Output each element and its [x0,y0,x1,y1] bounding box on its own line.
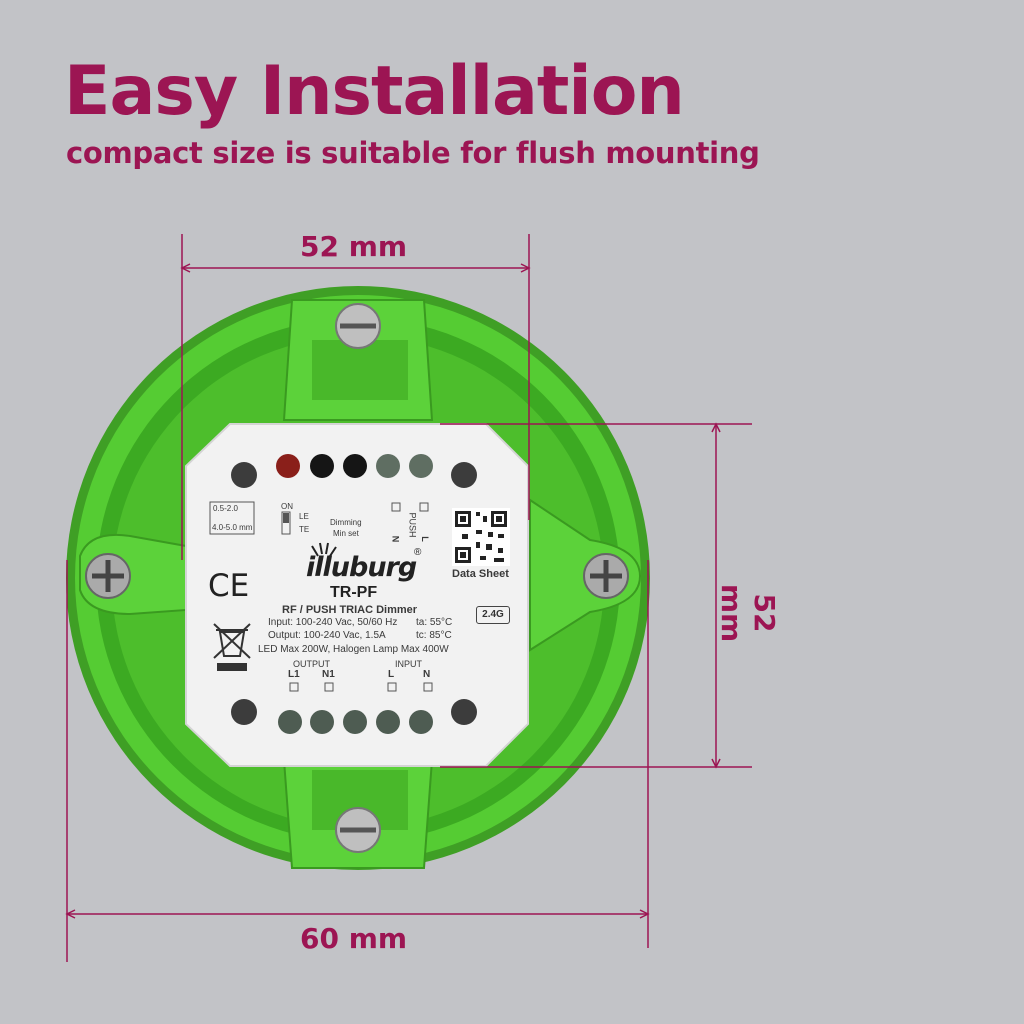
dimension-label-top-width: 52 mm [300,230,408,263]
screw-bottom [335,807,381,853]
switch-le-label: LE [299,512,309,521]
tc-spec: tc: 85°C [416,630,452,641]
brand-logo-icon [311,542,337,557]
output-spec: Output: 100-240 Vac, 1.5A [268,630,386,641]
qr-code-icon [452,508,510,566]
dimmer-module [185,423,529,767]
dimension-label-bottom-width: 60 mm [300,922,408,955]
terminal-n1-label: N1 [322,669,335,680]
terminal-n-label: N [423,669,431,680]
screw-left [85,553,131,599]
brand-registered: ® [414,547,422,558]
screw-top [335,303,381,349]
page-title: Easy Installation [64,52,685,131]
page-subtitle: compact size is suitable for flush mount… [66,136,760,170]
model-number: TR-PF [330,584,378,601]
weee-bin-icon [213,623,251,671]
ce-mark: CE [208,568,250,604]
strip-length-bottom: 4.0-5.0 mm [212,523,253,532]
dimension-label-right-height: 52 mm [715,583,781,643]
switch-te-label: TE [299,525,310,534]
ta-spec: ta: 55°C [416,617,453,628]
screw-right [583,553,629,599]
band-badge: 2.4G [476,606,510,624]
terminal-l-label: L [388,669,395,680]
load-spec: LED Max 200W, Halogen Lamp Max 400W [258,644,449,655]
push-label: PUSH [407,512,418,538]
output-label: OUTPUT [293,659,330,669]
push-l-label: L [419,536,430,542]
datasheet-label: Data Sheet [452,568,509,580]
push-n-label: N [390,535,401,543]
input-spec: Input: 100-240 Vac, 50/60 Hz [268,617,398,628]
device-description: RF / PUSH TRIAC Dimmer [282,604,418,616]
dimming-label: Dimming [330,518,362,527]
brand-name: illuburg [306,552,417,583]
dimension-lines [65,234,752,962]
strip-length-top: 0.5-2.0 [213,504,238,513]
switch-on-label: ON [281,502,293,511]
input-label: INPUT [395,659,422,669]
terminal-l1-label: L1 [288,669,300,680]
min-set-label: Min set [333,529,359,538]
